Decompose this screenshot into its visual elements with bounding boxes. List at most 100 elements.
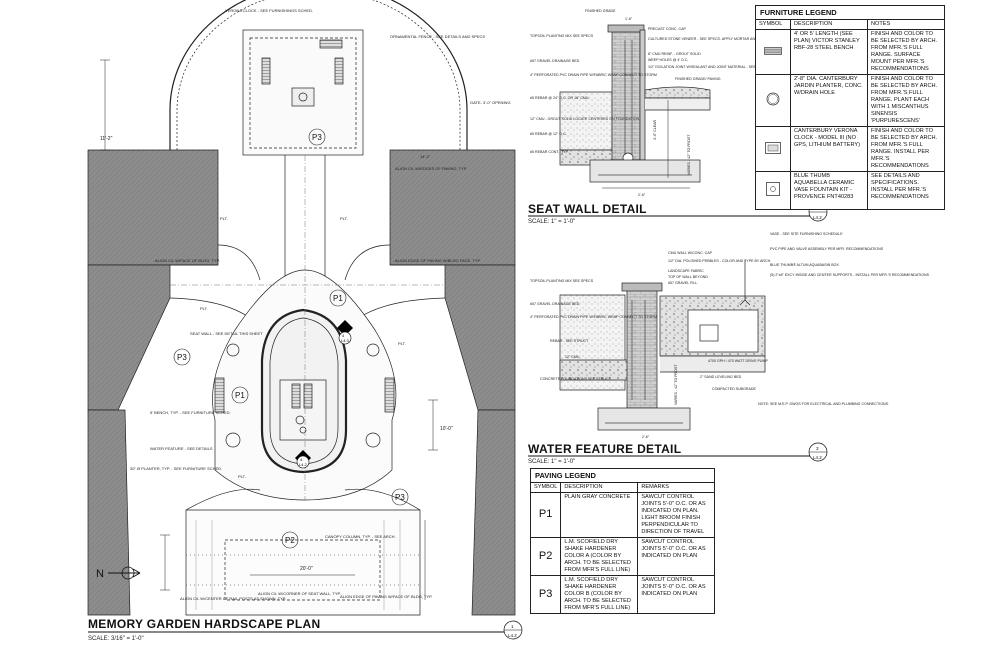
- wf-label: BLUE THUMB® ALTUM AQUABASIN BOX: [770, 263, 839, 267]
- wf-label: 12" CMU: [565, 355, 580, 359]
- section-mark-seat[interactable]: 4 L4.2: [295, 450, 311, 469]
- col-header: REMARKS: [637, 482, 715, 494]
- notes-cell: FINISH AND COLOR TO BE SELECTED BY ARCH.…: [867, 126, 945, 173]
- section-mark-sheet: L4.2: [299, 462, 308, 467]
- label-plt: PLT.: [398, 341, 406, 346]
- paving-p2-mark: P2: [285, 536, 295, 545]
- description-cell: BLUE THUMB AQUABELLA CERAMIC VASE FOUNTA…: [790, 171, 868, 211]
- water-feature-box: [279, 379, 327, 441]
- sw-label: #5 REBAR CONT., TYP.: [530, 150, 569, 154]
- section-mark-num: 4: [342, 333, 345, 338]
- remarks-cell: SAWCUT CONTROL JOINTS 5'-0" O.C. OR AS I…: [637, 537, 715, 577]
- wf-label: 2" SAND LEVELING BED: [700, 375, 742, 379]
- table-row: P1 PLAIN GRAY CONCRETE SAWCUT CONTROL JO…: [529, 492, 715, 539]
- planter: [225, 432, 241, 448]
- planter: [226, 343, 240, 357]
- label-seat-wall: SEAT WALL - SEE DETAIL THIS SHEET: [190, 331, 263, 336]
- sw-label: PRECAST CONC. CAP: [648, 27, 686, 31]
- water-feature-title: WATER FEATURE DETAIL: [528, 442, 682, 456]
- wf-label: 1/2" DIA. POLISHED PEBBLES - COLOR AND T…: [668, 259, 771, 263]
- wf-note: NOTE: SEE M.E.P. DWGS FOR ELECTRICAL AND…: [758, 402, 889, 406]
- label-plt: PLT.: [220, 216, 228, 221]
- hardscape-plan: [87, 0, 516, 616]
- lower-plaza: [185, 509, 421, 616]
- planter: [365, 432, 381, 448]
- label-align-paving: ALIGN C/L W/EDGES OF PAVING, TYP.: [395, 166, 467, 171]
- table-row: CANTERBURY VERONA CLOCK - MODEL III (NO …: [755, 126, 945, 173]
- paving-symbol: P1: [529, 492, 562, 539]
- vase-symbol-icon: [755, 171, 791, 211]
- col-header: SYMBOL: [755, 19, 791, 31]
- plaza-bench: [334, 57, 344, 85]
- wf-label: CMU WALL W/CONC. CAP: [668, 251, 713, 255]
- wf-label: CONCRETE FOUNDATION - SEE STRUCT: [540, 377, 611, 381]
- wf-dim: 2'-6": [642, 435, 650, 439]
- label-bench: 5' BENCH, TYP. - SEE FURNITURE SCHED.: [150, 410, 231, 415]
- label-fence: ORNAMENTAL FENCE - SEE DETAILS AND SPECS: [390, 34, 485, 39]
- callout-sheet: L4.2: [813, 215, 822, 220]
- remarks-cell: SAWCUT CONTROL JOINTS 5'-0" O.C. OR AS I…: [637, 575, 715, 615]
- sw-label: TOPSOIL PLANTING MIX SEE SPECS: [530, 34, 594, 38]
- description-cell: PLAIN GRAY CONCRETE: [560, 492, 639, 539]
- north-arrow: N: [96, 566, 141, 580]
- building-left-upper: [87, 149, 219, 266]
- dim-20-0: 20'-0": [300, 566, 313, 572]
- bench-left: [214, 377, 225, 413]
- sw-label: CULTURED STONE VENEER - SEE SPECS. APPLY…: [648, 37, 859, 41]
- building-left-lower: [87, 409, 131, 616]
- col-header: SYMBOL: [529, 482, 562, 494]
- table-row: P2 L.M. SCOFIELD DRY SHAKE HARDENER COLO…: [529, 537, 715, 577]
- bench-right: [384, 377, 395, 413]
- building-right-wing: [444, 264, 516, 411]
- section-mark-num: 4: [300, 457, 303, 462]
- water-feature-title-block: [528, 442, 828, 462]
- table-row: P3 L.M. SCOFIELD DRY SHAKE HARDENER COLO…: [529, 575, 715, 615]
- sw-label: 12" CMU - GROUT SOLID LOCATE CENTERED ON…: [530, 117, 640, 121]
- sw-label: WEEP HOLES @ 4' O.C.: [648, 58, 688, 62]
- section-mark-water[interactable]: 4 L4.3: [337, 320, 353, 345]
- callout-num: 3: [816, 446, 819, 451]
- sw-label: #5 REBAR @ 24" O.C. OR 16" CMU: [530, 96, 589, 100]
- col-header: NOTES: [867, 19, 945, 31]
- wf-label: REBAR - SEE STRUCT: [550, 339, 589, 343]
- wf-label: (5) 2"x8" EXCY INSIDE AND CENTER SUPPORT…: [770, 273, 930, 277]
- description-cell: L.M. SCOFIELD DRY SHAKE HARDENER COLOR A…: [560, 537, 639, 577]
- wf-label: VASE - SEE SITE FURNISHING SCHEDULE: [770, 232, 843, 236]
- plan-title-block: [88, 620, 523, 640]
- seat-wall-title: SEAT WALL DETAIL: [528, 202, 647, 216]
- sw-label: FINISHED GRADE/ PAVING: [675, 77, 721, 81]
- dim-10-0: 10'-0": [440, 426, 453, 432]
- description-cell: 4' OR 5' LENGTH (SEE PLAN) VICTOR STANLE…: [790, 29, 868, 76]
- wf-label: COMPACTED SUBGRADE: [712, 387, 756, 391]
- wf-label: TOPSOIL PLANTING MIX SEE SPECS: [530, 279, 594, 283]
- sw-label: 1/2" ISOLATION JOINT W/SEALANT AND JOINT…: [648, 65, 770, 69]
- notes-cell: FINISH AND COLOR TO BE SELECTED BY ARCH.…: [867, 74, 945, 128]
- label-bldg-edge: ALIGN EDGE OF PAVING W/FACE OF BLDG, TYP…: [340, 594, 432, 599]
- wf-label: #57 GRAVEL FILL: [668, 281, 697, 285]
- paving-symbol: P2: [529, 537, 562, 577]
- planter-symbol-icon: [755, 74, 791, 128]
- col-header: DESCRIPTION: [790, 19, 868, 31]
- callout-num: 1: [511, 624, 514, 629]
- clock-symbol-icon: [755, 126, 791, 173]
- dim-11-2: 11'-2": [100, 136, 113, 142]
- furniture-legend-caption: FURNITURE LEGEND: [755, 4, 945, 21]
- paving-p3-mark: P3: [177, 353, 187, 362]
- sw-label: 4" PERFORATED PVC DRAIN PIPE W/FABRIC WR…: [530, 73, 657, 77]
- label-rail: ALIGN C/L W/CENTER OF RAIL POSTS AS SHOW…: [180, 596, 286, 601]
- description-cell: CANTERBURY VERONA CLOCK - MODEL III (NO …: [790, 126, 868, 173]
- paving-p1-mark: P1: [235, 391, 245, 400]
- label-water: WATER FEATURE - SEE DETAILS: [150, 446, 213, 451]
- water-feature-scale: SCALE: 1" = 1'-0": [528, 459, 576, 465]
- table-row: 2'-8" DIA. CANTERBURY JARDIN PLANTER, CO…: [755, 74, 945, 128]
- water-feature-detail: [559, 260, 766, 431]
- wf-label: TOP OF WALL BEYOND: [668, 275, 708, 279]
- table-row: BLUE THUMB AQUABELLA CERAMIC VASE FOUNTA…: [755, 171, 945, 211]
- label-plt: PLT.: [340, 216, 348, 221]
- wf-label: PVC PIPE AND VALVE ASSEMBLY PER MFR. REC…: [770, 247, 884, 251]
- wf-label: LANDSCAPE FABRIC: [668, 269, 704, 273]
- seat-wall-scale: SCALE: 1" = 1'-0": [528, 219, 576, 225]
- sw-label-top: FINISHED GRADE: [585, 9, 616, 13]
- wf-label: 4" PERFORATED PVC DRAIN PIPE W/FABRIC WR…: [530, 315, 657, 319]
